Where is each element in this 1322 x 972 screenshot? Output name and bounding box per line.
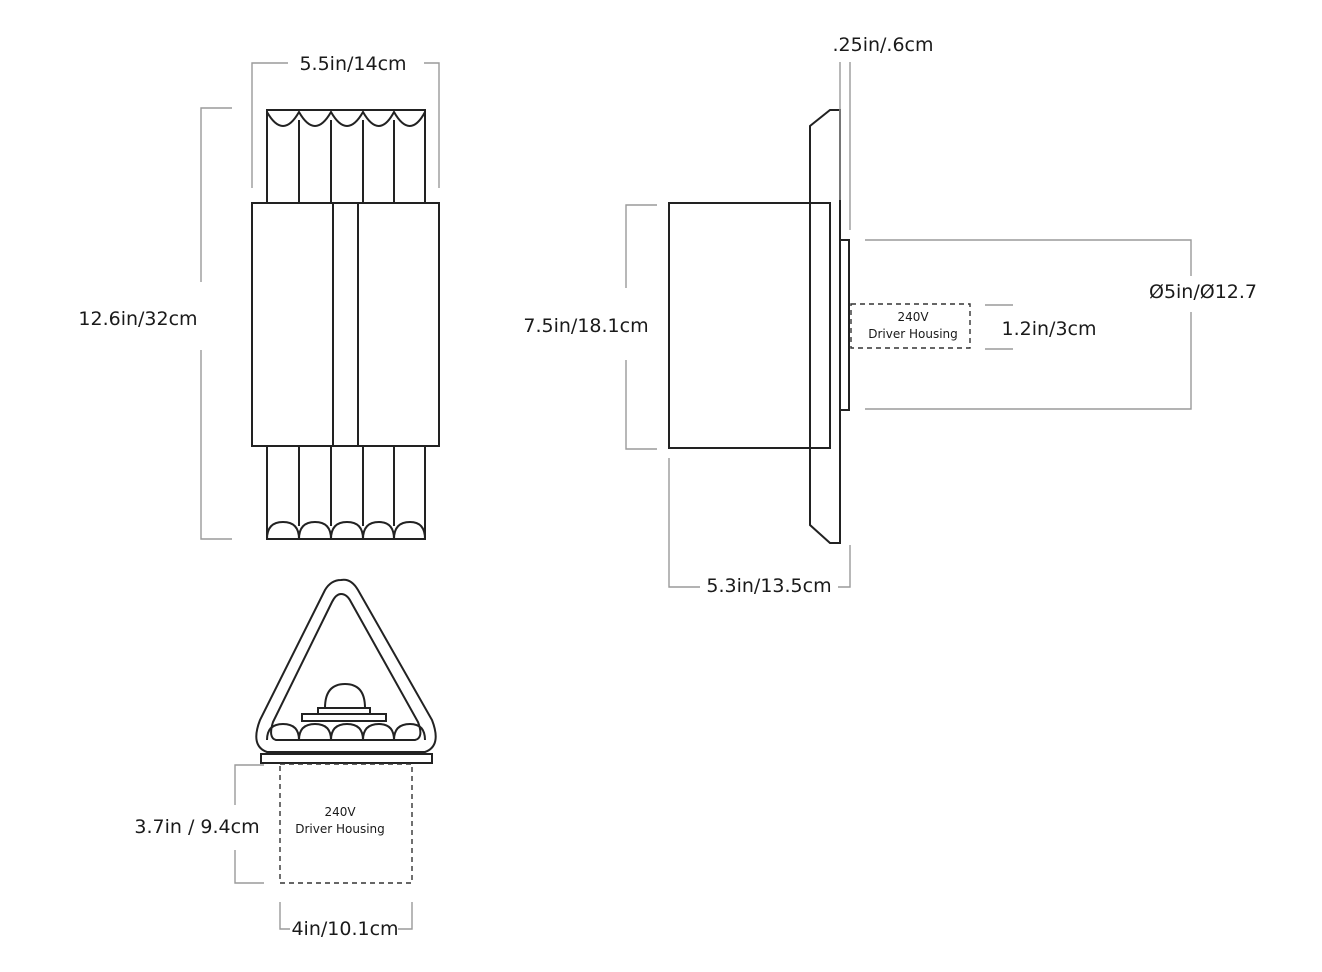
top-tubes — [266, 722, 426, 741]
front-top-tubes — [266, 109, 426, 203]
side-driver-depth-label: 1.2in/3cm — [1002, 318, 1097, 340]
side-driver-voltage: 240V — [897, 310, 929, 324]
top-driver-name: Driver Housing — [295, 822, 385, 836]
side-depth-dimension-line — [668, 458, 851, 588]
front-height-label: 12.6in/32cm — [78, 308, 197, 330]
top-driver-housing — [279, 763, 413, 884]
side-diameter-label: Ø5in/Ø12.7 — [1149, 281, 1257, 303]
side-plate-thickness-dimension-line — [839, 62, 851, 230]
side-diameter-dimension-line — [865, 239, 1192, 410]
top-led-module — [301, 682, 387, 722]
front-view: 5.5in/14cm 12.6in/32cm — [78, 53, 440, 540]
side-wall-plate — [809, 109, 841, 544]
front-body — [251, 202, 440, 447]
front-width-dimension-line — [251, 62, 440, 188]
top-base-plate — [260, 753, 433, 764]
front-height-dimension-line — [200, 107, 232, 540]
front-width-label: 5.5in/14cm — [299, 53, 406, 75]
side-view: 240V Driver Housing .25in/.6cm 7.5in/18.… — [523, 34, 1257, 597]
top-inner-frame — [270, 592, 422, 741]
side-depth-label: 5.3in/13.5cm — [706, 575, 831, 597]
front-bottom-tubes — [266, 446, 426, 540]
front-center-strip — [332, 203, 359, 446]
side-body-height-label: 7.5in/18.1cm — [523, 315, 648, 337]
top-outer-frame — [255, 578, 437, 753]
top-view: 240V Driver Housing 3.7in / 9.4cm 4in/10… — [134, 578, 437, 940]
top-driver-width-label: 4in/10.1cm — [291, 918, 398, 940]
side-driver-depth-dimension-line — [985, 304, 1013, 350]
side-driver-name: Driver Housing — [868, 327, 958, 341]
top-driver-height-label: 3.7in / 9.4cm — [134, 816, 259, 838]
side-body-height-dimension-line — [625, 204, 657, 450]
top-driver-width-dimension-line — [279, 902, 413, 930]
side-body — [668, 202, 831, 449]
side-canopy — [839, 239, 850, 411]
top-driver-height-dimension-line — [234, 764, 264, 884]
side-plate-thickness-label: .25in/.6cm — [832, 34, 933, 56]
top-driver-voltage: 240V — [324, 805, 356, 819]
